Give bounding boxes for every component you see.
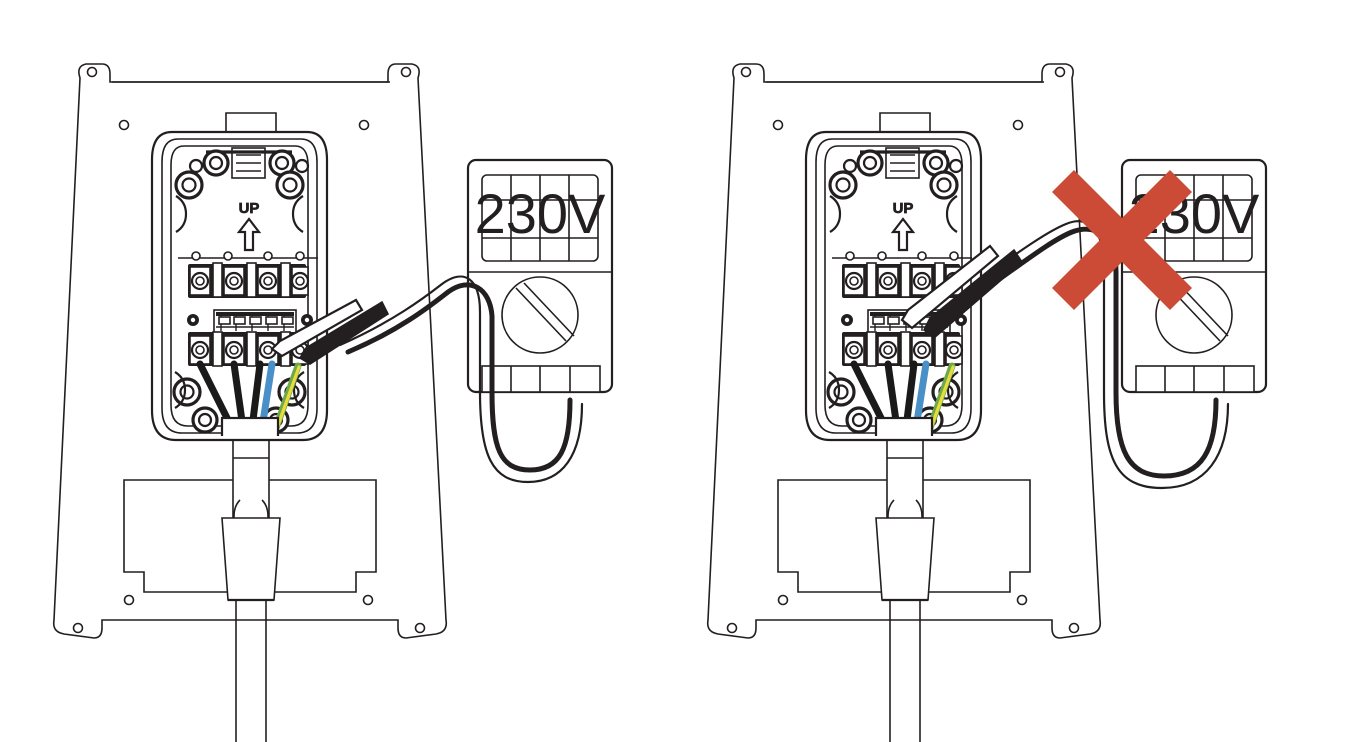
meter-jacks[interactable]	[1135, 365, 1255, 393]
mounting-hole	[1068, 622, 1080, 634]
meter-reading: 230V	[475, 182, 606, 245]
mounting-hole	[86, 66, 98, 78]
upper-terminal-row	[188, 262, 310, 298]
lower-terminal-row	[842, 331, 964, 367]
internal-gland	[874, 416, 934, 436]
terminal-module: UP	[804, 112, 983, 442]
up-arrow-icon	[236, 217, 262, 252]
lower-recess-plate	[777, 479, 1031, 593]
panel-incorrect: UP	[706, 63, 1268, 742]
multimeter: 230V	[466, 158, 614, 394]
mounting-hole	[772, 119, 784, 131]
probe-white	[270, 298, 364, 358]
cable-gland	[221, 517, 281, 601]
incorrect-cross-icon	[1052, 170, 1192, 310]
mounting-hole	[123, 594, 135, 606]
mounting-hole	[740, 66, 752, 78]
probe-white	[900, 244, 1000, 330]
mounting-hole	[358, 119, 370, 131]
up-arrow-icon	[890, 217, 916, 252]
supply-cable	[221, 429, 281, 742]
middle-connector-strip	[213, 309, 297, 335]
cable-gland	[875, 517, 935, 601]
orientation-label: UP	[893, 200, 914, 217]
mounting-hole	[1012, 119, 1024, 131]
mounting-hole	[1054, 66, 1066, 78]
mounting-hole	[1016, 594, 1028, 606]
mounting-hole	[777, 594, 789, 606]
lead-white-cable	[338, 275, 482, 394]
orientation-label: UP	[239, 200, 260, 217]
lead-white-cable	[974, 220, 1106, 394]
mounting-hole	[414, 622, 426, 634]
mounting-hole	[118, 119, 130, 131]
mounting-hole	[362, 594, 374, 606]
wall-box-housing	[52, 63, 448, 639]
mounting-hole	[726, 622, 738, 634]
test-leads	[270, 275, 584, 484]
probe-black	[922, 248, 1024, 340]
wire-earth-yellow	[275, 365, 301, 430]
internal-gland	[220, 416, 280, 436]
lower-recess-plate	[123, 479, 377, 593]
probe-black	[298, 300, 390, 365]
terminal-module: UP	[150, 112, 329, 442]
supply-cable	[875, 429, 935, 742]
wire-earth-yellow	[929, 365, 955, 430]
meter-jacks[interactable]	[481, 365, 601, 393]
wall-box-housing	[706, 63, 1102, 639]
lead-black-cable	[345, 282, 495, 395]
rotary-selector[interactable]	[501, 276, 579, 354]
mounting-hole	[72, 622, 84, 634]
mounting-hole	[400, 66, 412, 78]
panel-correct: UP	[52, 63, 614, 742]
